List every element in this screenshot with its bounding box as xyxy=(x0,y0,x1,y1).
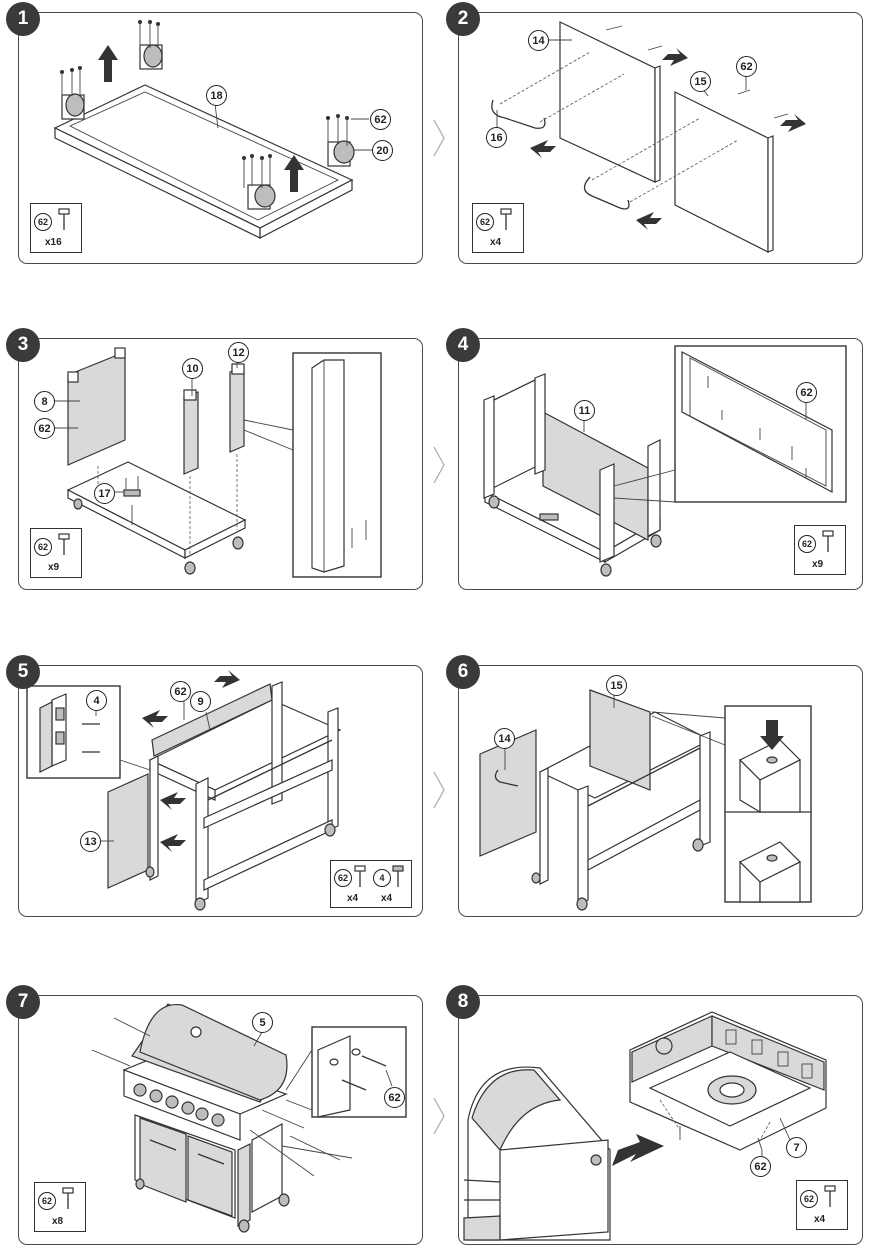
callout-7: 7 xyxy=(786,1137,807,1158)
step-1-badge: 1 xyxy=(6,2,40,36)
screw-icon xyxy=(500,208,512,230)
callout-8: 8 xyxy=(34,391,55,412)
step-7-badge: 7 xyxy=(6,985,40,1019)
callout-12: 12 xyxy=(228,342,249,363)
caster-wheel xyxy=(61,93,85,120)
callout-5: 5 xyxy=(252,1012,273,1033)
arrow-icon xyxy=(142,710,168,728)
hardware-part-label: 62 xyxy=(38,1192,56,1210)
chevron-right-icon xyxy=(433,771,445,809)
callout-4: 4 xyxy=(86,690,107,711)
arrow-icon xyxy=(636,212,662,230)
step-4-badge: 4 xyxy=(446,328,480,362)
arrow-icon xyxy=(780,114,806,132)
hardware-qty: x4 xyxy=(814,1214,826,1225)
callout-16: 16 xyxy=(486,127,507,148)
hardware-qty: x4 xyxy=(381,893,393,904)
hardware-part-label: 62 xyxy=(34,213,52,231)
step-5-badge: 5 xyxy=(6,655,40,689)
callout-62: 62 xyxy=(34,418,55,439)
hardware-part-label: 62 xyxy=(798,535,816,553)
caster-wheel xyxy=(139,44,163,70)
down-arrow-icon xyxy=(760,720,784,750)
callout-17: 17 xyxy=(94,483,115,504)
screw-icon xyxy=(58,533,70,555)
chevron-right-icon xyxy=(433,1097,445,1135)
callout-62: 62 xyxy=(796,382,817,403)
hardware-qty: x8 xyxy=(52,1216,64,1227)
step-8-badge: 8 xyxy=(446,985,480,1019)
hardware-part-label: 62 xyxy=(800,1190,818,1208)
callout-14: 14 xyxy=(528,30,549,51)
screw-icon xyxy=(354,865,366,887)
step-2-badge: 2 xyxy=(446,2,480,36)
callout-10: 10 xyxy=(182,358,203,379)
arrow-icon xyxy=(530,140,556,158)
callout-62: 62 xyxy=(370,109,391,130)
hardware-box: 62 x16 xyxy=(30,203,82,253)
chevron-right-icon xyxy=(433,446,445,484)
hardware-box: 62 x4 xyxy=(472,203,524,253)
arrow-icon xyxy=(662,48,688,66)
callout-13: 13 xyxy=(80,831,101,852)
hardware-box: 62 x8 xyxy=(34,1182,86,1232)
callout-15: 15 xyxy=(606,675,627,696)
screw-icon xyxy=(822,530,834,552)
caster-wheel xyxy=(247,184,276,210)
hardware-box: 62 x9 xyxy=(794,525,846,575)
callout-62: 62 xyxy=(736,56,757,77)
callout-18: 18 xyxy=(206,85,227,106)
arrow-icon xyxy=(160,792,186,810)
up-arrow-icon xyxy=(98,45,118,82)
screw-icon xyxy=(62,1187,74,1209)
hardware-part-label: 62 xyxy=(334,869,352,887)
callout-62: 62 xyxy=(170,681,191,702)
arrow-icon xyxy=(160,834,186,852)
callout-11: 11 xyxy=(574,400,595,421)
callout-14: 14 xyxy=(494,728,515,749)
hardware-qty: x4 xyxy=(347,893,359,904)
callout-20: 20 xyxy=(372,140,393,161)
hardware-qty: x9 xyxy=(812,559,824,570)
screw-icon xyxy=(392,865,404,887)
hardware-qty: x9 xyxy=(48,562,60,573)
hardware-qty: x16 xyxy=(45,237,62,248)
callout-62: 62 xyxy=(750,1156,771,1177)
up-arrow-icon xyxy=(284,155,304,192)
hardware-part-label: 62 xyxy=(34,538,52,556)
hardware-qty: x4 xyxy=(490,237,502,248)
screw-icon xyxy=(58,208,70,230)
step-6-badge: 6 xyxy=(446,655,480,689)
arrow-icon xyxy=(214,670,240,688)
callout-15: 15 xyxy=(690,71,711,92)
hardware-box: 62 x4 xyxy=(796,1180,848,1230)
left-arrow-icon xyxy=(612,1134,664,1166)
hardware-part-label: 4 xyxy=(373,869,391,887)
screw-icon xyxy=(824,1185,836,1207)
step-3-badge: 3 xyxy=(6,328,40,362)
callout-62: 62 xyxy=(384,1087,405,1108)
hardware-box: 62 x9 xyxy=(30,528,82,578)
caster-wheel xyxy=(327,140,355,167)
chevron-right-icon xyxy=(433,119,445,157)
hardware-part-label: 62 xyxy=(476,213,494,231)
hardware-box: 62 x4 4 x4 xyxy=(330,860,412,908)
callout-9: 9 xyxy=(190,691,211,712)
